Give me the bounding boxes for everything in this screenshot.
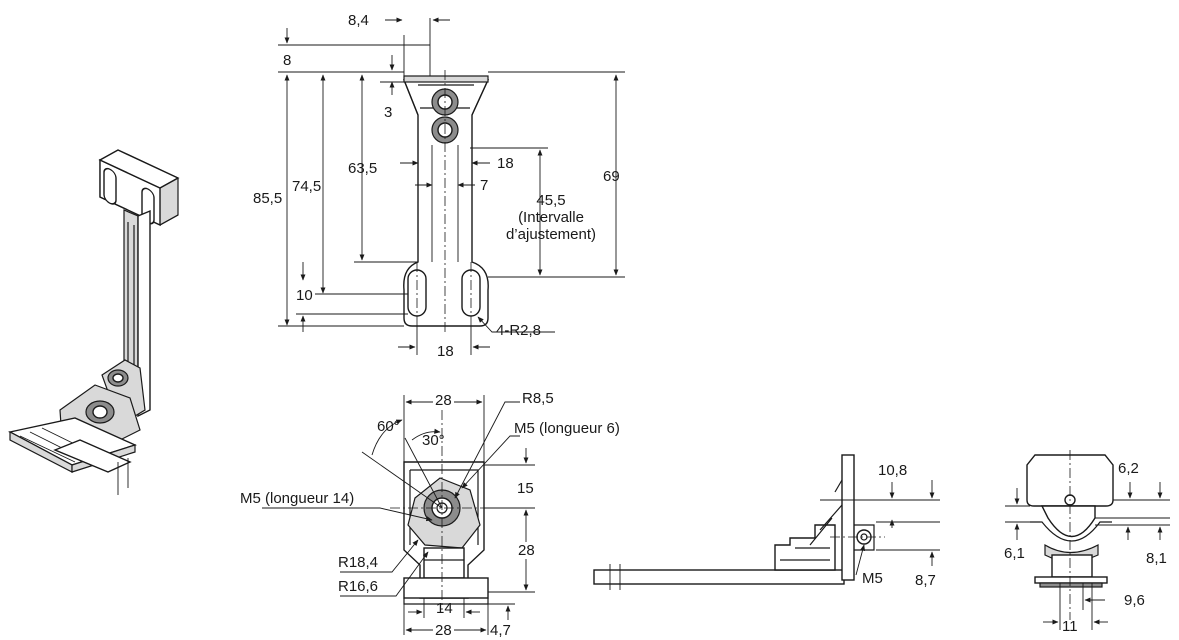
dim-6-1-label: 6,1 [1004, 545, 1025, 562]
adjust-range-label: 45,5 (Intervalle d’ajustement) [496, 192, 606, 243]
adjust-line2: d’ajustement) [505, 226, 597, 243]
dim-15-label: 15 [517, 480, 534, 497]
dim-85-5-label: 85,5 [253, 190, 283, 207]
angle-30-label: 30° [422, 432, 445, 449]
dim-74-5-label: 74,5 [292, 178, 322, 195]
dim-18-right-label: 18 [497, 155, 514, 172]
dim-8-4-label: 8,4 [348, 12, 369, 29]
m5-length6-label: M5 (longueur 6) [514, 420, 620, 437]
dim-28-bottom-label: 28 [433, 622, 454, 639]
angle-60-label: 60° [377, 418, 400, 435]
dim-11-label: 11 [1062, 618, 1078, 635]
dim-10-8-label: 10,8 [878, 462, 908, 479]
dim-4-7-label: 4,7 [490, 622, 511, 639]
dim-63-5-label: 63,5 [348, 160, 378, 177]
radius-label: 4-R2,8 [496, 322, 542, 339]
r18-4-label: R18,4 [338, 554, 379, 571]
dim-8-label: 8 [283, 52, 292, 69]
dim-28-top-label: 28 [433, 392, 454, 409]
front-view-drawing [262, 392, 535, 635]
top-view-drawing [278, 17, 625, 355]
dim-8-1-label: 8,1 [1146, 550, 1167, 567]
r16-6-label: R16,6 [338, 578, 379, 595]
dim-7-label: 7 [480, 177, 489, 194]
end-view-drawing [1005, 450, 1170, 630]
dim-69-label: 69 [603, 168, 620, 185]
dim-45-5-label: 45,5 [536, 192, 566, 209]
m5-label: M5 [862, 570, 883, 587]
side-view-drawing [593, 454, 940, 590]
adjust-line1: (Intervalle [518, 209, 584, 226]
m5-length14-label: M5 (longueur 14) [240, 490, 355, 507]
dim-14-label: 14 [436, 600, 453, 617]
dim-6-2-label: 6,2 [1118, 460, 1139, 477]
dim-10-label: 10 [296, 287, 313, 304]
dim-28-side-label: 28 [516, 542, 537, 559]
dim-3-label: 3 [384, 104, 393, 121]
isometric-bracket-view [7, 149, 180, 495]
dim-18-bottom-label: 18 [437, 343, 454, 360]
dim-9-6-label: 9,6 [1124, 592, 1145, 609]
dim-8-7-label: 8,7 [915, 572, 936, 589]
r8-5-label: R8,5 [522, 390, 554, 407]
